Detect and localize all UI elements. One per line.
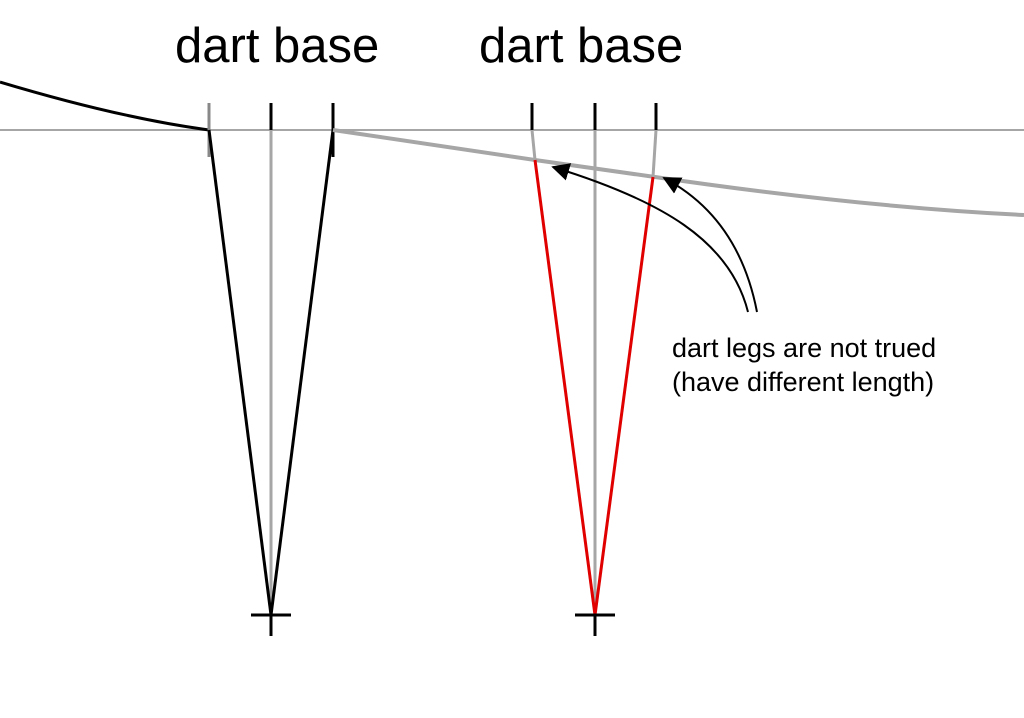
arrow-to-leg-1 <box>551 163 749 313</box>
right-dart-label: dart base <box>479 19 683 73</box>
annotation-line-1: dart legs are not trued <box>672 333 936 363</box>
left-dart-leg-2 <box>269 129 335 616</box>
arrow-to-leg-2 <box>662 177 758 313</box>
left-dart-leg-1 <box>207 129 273 616</box>
right-dart-ext-2 <box>651 129 658 178</box>
annotation-line-2: (have different length) <box>672 367 934 397</box>
right-dart-ext-1 <box>530 129 537 161</box>
right-dart-leg-2 <box>593 176 655 616</box>
right-seam-curve <box>332 128 1024 217</box>
left-dart-label: dart base <box>175 19 379 73</box>
right-dart-leg-1 <box>533 159 597 616</box>
left-seam-curve <box>0 80 210 132</box>
